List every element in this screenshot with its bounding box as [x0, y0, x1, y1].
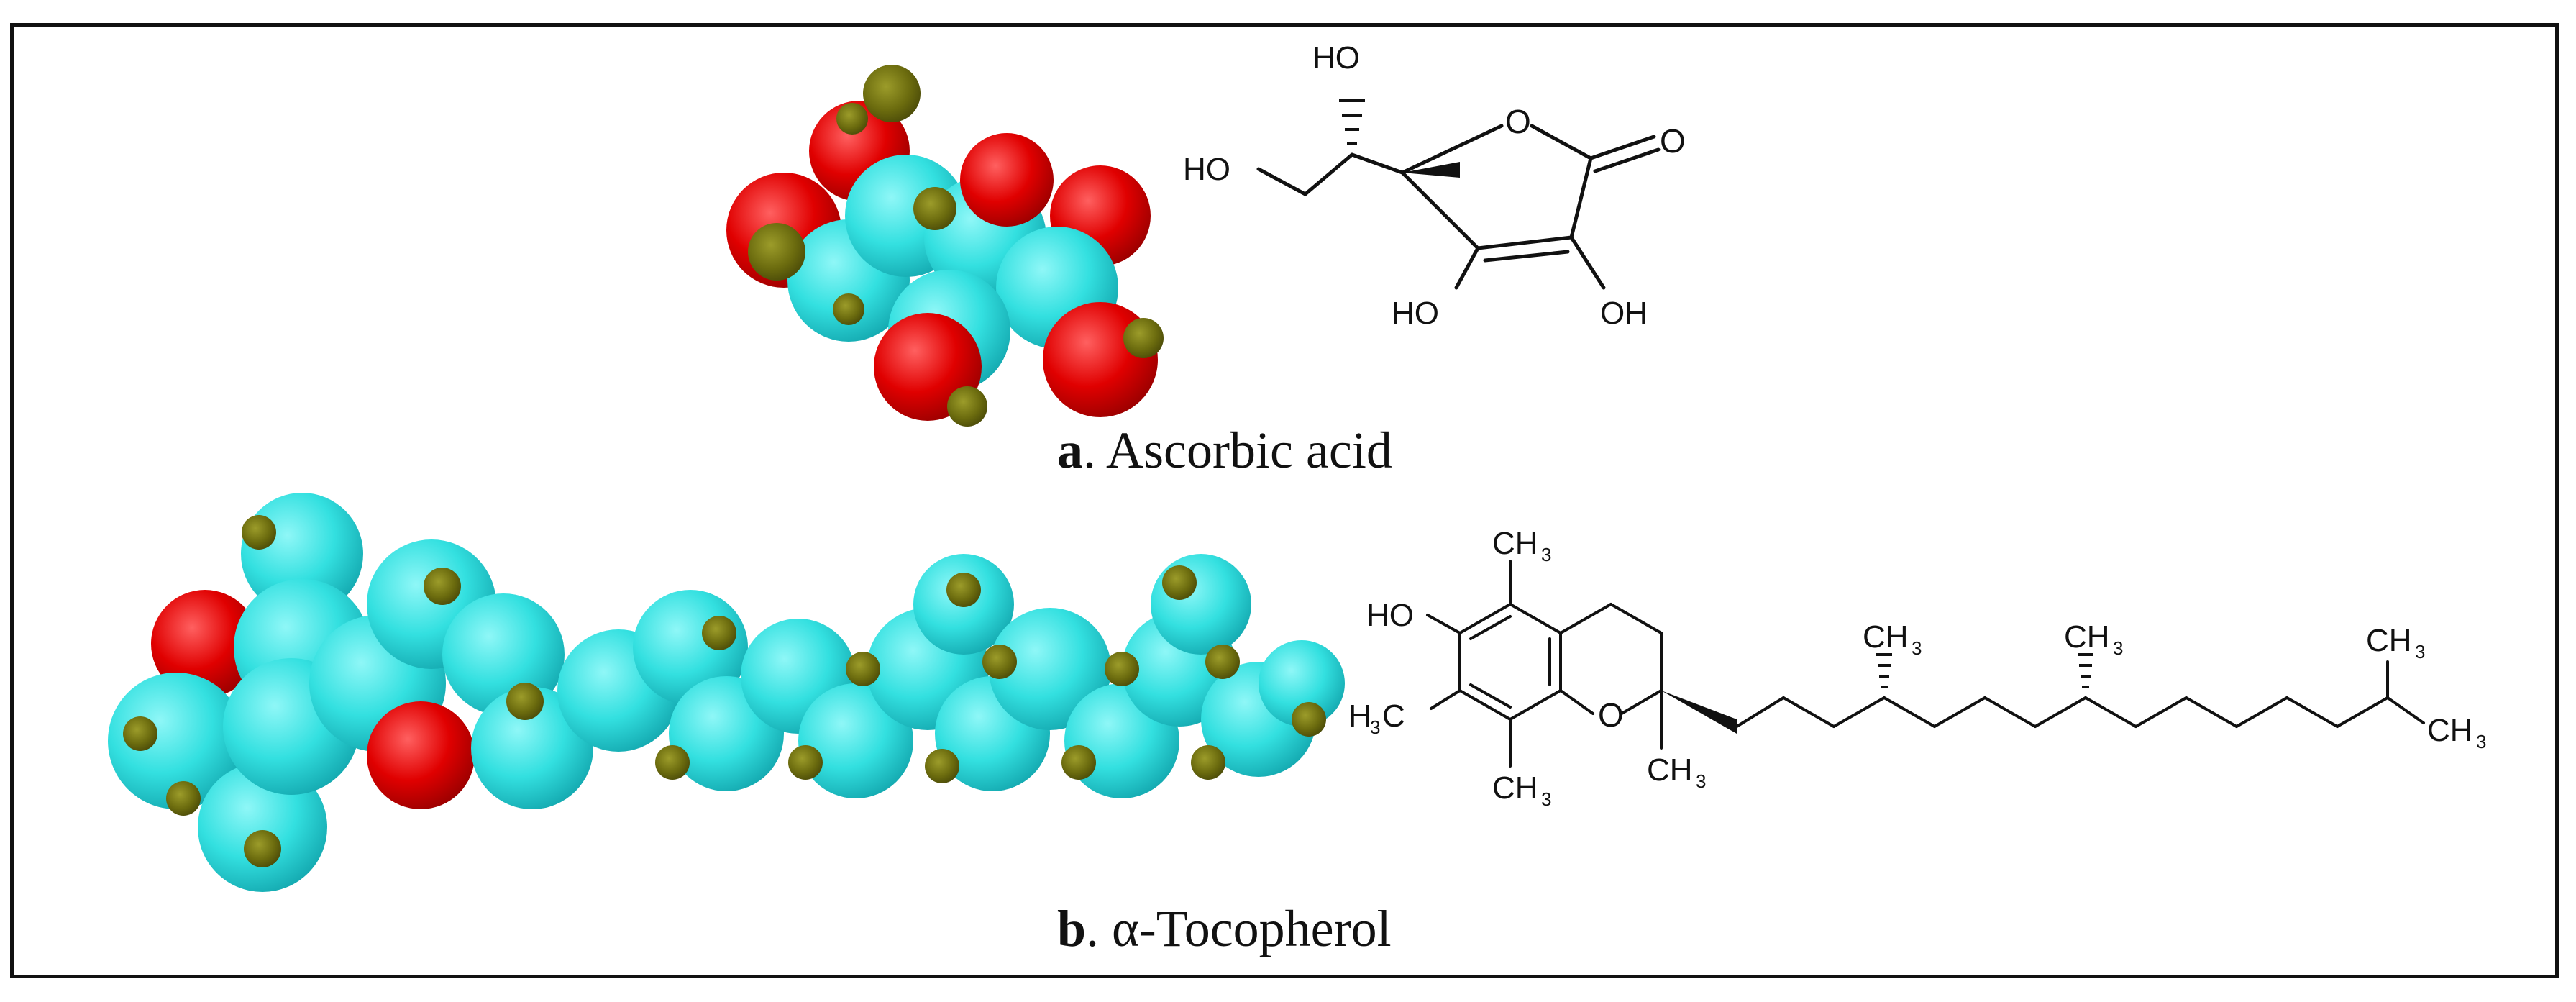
label-ring-oxygen: O	[1505, 103, 1531, 140]
tocopherol-structure	[1426, 560, 2425, 768]
svg-text:CH: CH	[1492, 770, 1538, 806]
caption-ascorbic-acid: a. Ascorbic acid	[1057, 421, 1392, 480]
label-ho-bottom: HO	[1392, 296, 1439, 331]
caption-letter-b: b	[1057, 900, 1087, 957]
svg-text:CH: CH	[1863, 619, 1909, 655]
ascorbic-acid-structure	[1256, 124, 1661, 290]
label-carbonyl-oxygen: O	[1660, 122, 1686, 160]
stereo-hash-bond	[1339, 99, 1365, 145]
stereo-wedge-bond	[1402, 162, 1460, 178]
caption-name-a: . Ascorbic acid	[1083, 422, 1392, 479]
ascorbic-acid-space-filling-model	[726, 65, 1164, 427]
label-ch3-end-top: CH 3	[2366, 623, 2425, 662]
label-ch3-chain1: CH 3	[1863, 619, 1922, 659]
label-ch3-chiral: CH 3	[1647, 752, 1706, 792]
svg-text:CH: CH	[2366, 623, 2412, 658]
label-ho: HO	[1366, 598, 1414, 633]
stereo-wedge-bond	[1661, 691, 1737, 734]
svg-text:3: 3	[2476, 731, 2486, 752]
svg-text:3: 3	[1541, 788, 1551, 810]
svg-text:CH: CH	[1492, 526, 1538, 561]
svg-text:3: 3	[1696, 770, 1706, 792]
label-h3c-left: H 3 C	[1348, 698, 1405, 738]
label-ch3-end-bottom: CH 3	[2427, 713, 2486, 752]
label-ch3-bottom: CH 3	[1492, 770, 1551, 810]
svg-text:3: 3	[1370, 716, 1380, 738]
tocopherol-space-filling-model	[108, 493, 1345, 892]
svg-text:3: 3	[2113, 637, 2123, 659]
svg-text:3: 3	[2415, 641, 2425, 662]
caption-letter-a: a	[1057, 422, 1083, 479]
caption-tocopherol: b. α-Tocopherol	[1057, 899, 1392, 959]
label-ho-left: HO	[1183, 152, 1230, 187]
svg-text:H: H	[1348, 698, 1371, 734]
svg-text:CH: CH	[2064, 619, 2110, 655]
svg-text:3: 3	[1912, 637, 1922, 659]
caption-name-b: . α-Tocopherol	[1086, 900, 1392, 957]
label-ch3-top: CH 3	[1492, 526, 1551, 565]
svg-text:C: C	[1382, 698, 1405, 734]
label-ring-oxygen: O	[1598, 696, 1624, 734]
stereo-hash-bond	[1876, 653, 2093, 688]
label-ho-top: HO	[1312, 40, 1360, 76]
label-oh-bottom: OH	[1600, 296, 1648, 331]
label-ch3-chain2: CH 3	[2064, 619, 2123, 659]
svg-text:3: 3	[1541, 544, 1551, 565]
svg-text:CH: CH	[2427, 713, 2473, 748]
svg-text:CH: CH	[1647, 752, 1693, 788]
